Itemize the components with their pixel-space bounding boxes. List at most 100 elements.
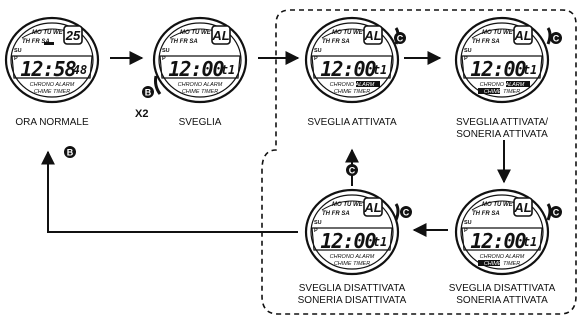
- press-arc: [546, 27, 552, 45]
- mode-line1: CHRONO ALARM: [480, 254, 525, 260]
- badge-letter: C: [553, 34, 560, 44]
- main-display-frame: [461, 55, 543, 79]
- watch-bezel: [460, 194, 544, 270]
- mode-line2: CHIME TIMER: [34, 89, 70, 95]
- mode-line2: CHIME TIMER: [334, 89, 370, 95]
- watch-bezel: [310, 22, 394, 98]
- watch-bezel: [10, 22, 94, 98]
- label-line: ORA NORMALE: [15, 117, 89, 128]
- top-right-box: [513, 197, 533, 217]
- chime-highlight: [478, 88, 500, 94]
- top-right-box: [63, 25, 83, 45]
- days-line2: TH FR SA: [22, 39, 50, 45]
- seconds-value: t1: [523, 235, 537, 249]
- press-arc: [154, 75, 162, 95]
- seconds-value: t1: [373, 63, 387, 77]
- days-line3: SU: [464, 220, 472, 226]
- seconds-value: t1: [523, 63, 537, 77]
- top-right-value: AL: [513, 28, 531, 43]
- seconds-value: 48: [73, 63, 87, 77]
- seconds-value: t1: [221, 63, 235, 77]
- badge-circle: [64, 146, 76, 158]
- chime-highlight: [478, 260, 500, 266]
- days-line1: MO TU WE: [482, 30, 514, 36]
- p-indicator: P: [464, 228, 468, 234]
- badge-circle: [346, 164, 358, 176]
- button-c-badge-up: C: [346, 164, 358, 176]
- mode-chime: CHIME: [484, 261, 502, 267]
- days-line2: TH FR SA: [472, 39, 500, 45]
- days-line3: SU: [162, 48, 170, 54]
- badge-letter: C: [349, 166, 356, 176]
- mode-line2: CHIME TIMER: [484, 89, 520, 95]
- button-b-badge-return: B: [64, 146, 76, 158]
- badge-letter: C: [397, 34, 404, 44]
- label-line: SONERIA ATTIVATA: [456, 295, 548, 306]
- badge-circle: [394, 32, 406, 44]
- label-line: SVEGLIA DISATTIVATA: [448, 283, 556, 294]
- alarm-highlight: [356, 81, 380, 87]
- badge-circle: [142, 86, 154, 98]
- top-right-value: AL: [513, 200, 531, 215]
- top-right-value: 25: [65, 28, 81, 43]
- alarm-highlight: [506, 81, 530, 87]
- seconds-value: t1: [373, 235, 387, 249]
- mode-line2: CHIME TIMER: [182, 89, 218, 95]
- badge-letter: C: [553, 208, 560, 218]
- label-line: SONERIA DISATTIVATA: [297, 295, 407, 306]
- days-line2: TH FR SA: [472, 211, 500, 217]
- watch-bezel: [158, 22, 242, 98]
- label-line: SVEGLIA: [178, 117, 222, 128]
- signal-bar: [44, 42, 54, 45]
- badge-letter: B: [145, 88, 152, 98]
- top-right-box: [363, 25, 383, 45]
- top-right-value: AL: [363, 28, 381, 43]
- button-c-badge-2: C: [546, 27, 562, 45]
- badge-circle: [550, 32, 562, 44]
- days-line3: SU: [464, 48, 472, 54]
- main-time: 12:00: [470, 57, 526, 81]
- main-display-frame: [11, 55, 93, 79]
- p-indicator: P: [162, 56, 166, 62]
- top-right-value: AL: [363, 200, 381, 215]
- days-line1: MO TU WE: [332, 30, 364, 36]
- mode-line1: CHRONO ALARM: [30, 82, 75, 88]
- top-right-value: AL: [211, 28, 229, 43]
- days-line3: SU: [14, 48, 22, 54]
- button-c-badge-3: C: [546, 203, 562, 221]
- label-line: SONERIA ATTIVATA: [456, 129, 548, 140]
- mode-chrono: CHRONO: [330, 82, 356, 88]
- button-b-badge: B: [142, 75, 162, 98]
- days-line2: TH FR SA: [170, 39, 198, 45]
- mode-chrono: CHRONO: [480, 82, 506, 88]
- top-right-box: [211, 25, 231, 45]
- mode-chime: CHIME: [484, 89, 502, 95]
- p-indicator: P: [314, 56, 318, 62]
- days-line3: SU: [314, 48, 322, 54]
- label-alarm_chime_on: SVEGLIA ATTIVATA/SONERIA ATTIVATA: [442, 117, 562, 141]
- badge-letter: B: [67, 148, 74, 158]
- mode-line1: CHRONO ALARM: [178, 82, 223, 88]
- days-line1: MO TU WE: [32, 30, 64, 36]
- mode-timer: TIMER: [502, 89, 521, 95]
- mode-line1: CHRONO ALARM: [330, 82, 375, 88]
- mode-alarm: ALARM: [354, 82, 374, 88]
- badge-circle: [400, 206, 412, 218]
- label-line: SVEGLIA ATTIVATA/: [455, 117, 549, 128]
- main-display-frame: [461, 227, 543, 251]
- label-alarm: SVEGLIA: [140, 117, 260, 129]
- mode-alarm: ALARM: [504, 82, 524, 88]
- mode-line2: CHIME TIMER: [334, 261, 370, 267]
- days-line1: MO TU WE: [482, 202, 514, 208]
- button-c-badge-4: C: [394, 203, 412, 221]
- mode-line1: CHRONO ALARM: [330, 254, 375, 260]
- mode-line1: CHRONO ALARM: [480, 82, 525, 88]
- p-indicator: P: [14, 56, 18, 62]
